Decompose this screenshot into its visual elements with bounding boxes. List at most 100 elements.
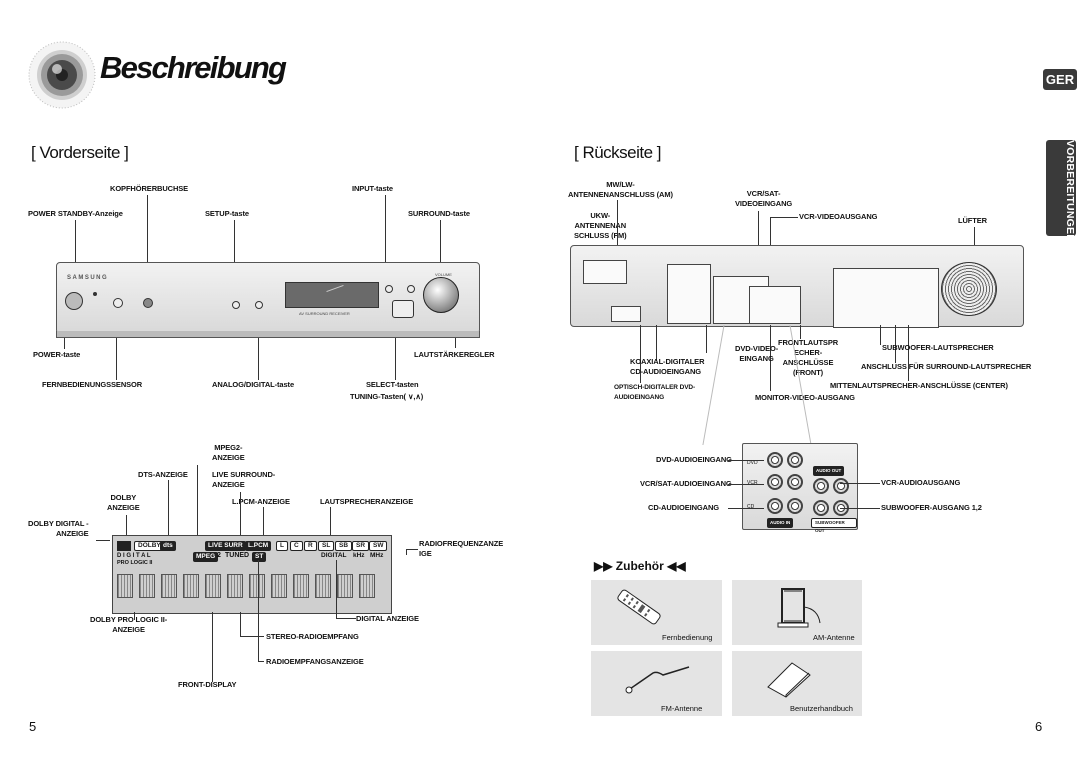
khz-indicator: kHz bbox=[353, 552, 365, 559]
label-subwoofer-ausgang: SUBWOOFER-AUSGANG 1,2 bbox=[881, 503, 982, 512]
label-kopfhoererbuchse: KOPFHÖRERBUCHSE bbox=[110, 184, 189, 193]
label-tuning-tasten: TUNING-Tasten( ∨,∧) bbox=[350, 392, 424, 401]
label-radiofrequenzanzeige: RADIOFREQUENZANZE IGE bbox=[419, 539, 504, 558]
rear-panel-device bbox=[570, 245, 1024, 328]
label-dvd-videoeingang: DVD-VIDEO- EINGANG bbox=[735, 344, 779, 363]
surround-receiver-text: AV SURROUND RECEIVER bbox=[299, 311, 350, 316]
speaker-r-indicator: R bbox=[304, 541, 317, 551]
accessory-fm-caption: FM-Antenne bbox=[661, 704, 703, 713]
segment-character-row bbox=[115, 574, 389, 602]
mhz-indicator: MHz bbox=[370, 552, 384, 559]
cd-row-label: CD bbox=[747, 504, 755, 510]
am-antenna-icon bbox=[777, 588, 821, 628]
video-jacks[interactable] bbox=[667, 264, 711, 324]
antenna-terminal[interactable] bbox=[583, 260, 627, 284]
st-indicator: ST bbox=[252, 552, 267, 562]
lpcm-indicator: L.PCM bbox=[245, 541, 272, 551]
accessory-fm-box: FM-Antenne bbox=[591, 651, 722, 716]
label-vcr-audioausgang: VCR-AUDIOAUSGANG bbox=[881, 478, 961, 487]
label-monitor-video-ausgang: MONITOR-VIDEO-AUSGANG bbox=[755, 393, 855, 402]
select-tuning-buttons[interactable] bbox=[392, 300, 414, 318]
header-disc-logo bbox=[22, 40, 102, 110]
vcr-row-label: VCR bbox=[747, 480, 758, 486]
accessory-remote-caption: Fernbedienung bbox=[662, 633, 713, 642]
label-analog-digital-taste: ANALOG/DIGITAL-taste bbox=[212, 380, 295, 389]
brand-logo: SAMSUNG bbox=[67, 275, 109, 281]
label-front-display: FRONT-DISPLAY bbox=[178, 680, 237, 689]
label-luefter: LÜFTER bbox=[958, 216, 987, 225]
volume-label: VOLUME bbox=[435, 272, 452, 277]
audio-detail-panel: DVD VCR CD AUDIO OUT AUDIO IN SUBWOOFER … bbox=[742, 443, 858, 533]
page-number-right: 6 bbox=[1035, 719, 1043, 734]
dvd-audio-jack-l[interactable] bbox=[767, 452, 783, 468]
label-mpeg2-anzeige: MPEG2- ANZEIGE bbox=[212, 443, 245, 462]
accessory-manual-caption: Benutzerhandbuch bbox=[790, 704, 853, 713]
label-power-standby: POWER STANDBY-Anzeige bbox=[28, 209, 123, 218]
power-button[interactable] bbox=[65, 292, 83, 310]
cd-audio-jack-l[interactable] bbox=[767, 498, 783, 514]
page-title: Beschreibung bbox=[100, 50, 287, 85]
label-lautsprecheranzeige: LAUTSPRECHERANZEIGE bbox=[320, 497, 414, 506]
page-number-left: 5 bbox=[29, 719, 37, 734]
label-dvd-audioeingang: DVD-AUDIOEINGANG bbox=[656, 455, 732, 464]
side-tab-vorbereitungen: VORBEREITUNGEN bbox=[1046, 140, 1076, 242]
vcr-out-jack-r[interactable] bbox=[833, 478, 849, 494]
optical-input[interactable] bbox=[611, 306, 641, 322]
fm-antenna-icon bbox=[625, 666, 690, 694]
speaker-sl-indicator: SL bbox=[318, 541, 335, 551]
cd-audio-jack-r[interactable] bbox=[787, 498, 803, 514]
sub-out-jack-1[interactable] bbox=[813, 500, 829, 516]
mpeg-two: 2 bbox=[217, 552, 221, 559]
analog-digital-button[interactable] bbox=[255, 301, 263, 309]
accessories-heading: ▶▶ Zubehör ◀◀ bbox=[594, 559, 686, 573]
label-surround-lautsprecher: ANSCHLUSS FÜR SURROUND-LAUTSPRECHER bbox=[861, 362, 1032, 371]
label-dts-anzeige: DTS-ANZEIGE bbox=[138, 470, 188, 479]
dvd-audio-jack-r[interactable] bbox=[787, 452, 803, 468]
speaker-l-indicator: L bbox=[276, 541, 288, 551]
label-stereo-radioempfang: STEREO-RADIOEMPFANG bbox=[266, 632, 359, 641]
speaker-sb-indicator: SB bbox=[335, 541, 353, 551]
audio-in-label: AUDIO IN bbox=[767, 518, 794, 528]
setup-button[interactable] bbox=[232, 301, 240, 309]
live-surr-indicator: LIVE SURR bbox=[205, 541, 246, 551]
label-live-surround-anzeige: LIVE SURROUND- ANZEIGE bbox=[212, 470, 276, 489]
subwoofer-out-label: SUBWOOFER OUT bbox=[811, 518, 857, 533]
input-button[interactable] bbox=[385, 285, 393, 293]
label-prologic-anzeige: DOLBY PRO LOGIC II- ANZEIGE bbox=[90, 615, 168, 634]
digital-indicator: D I G I T A L bbox=[117, 553, 151, 559]
label-optisch-dvd: OPTISCH-DIGITALER DVD- AUDIOEINGANG bbox=[614, 384, 696, 401]
label-power-taste: POWER-taste bbox=[33, 350, 81, 359]
monitor-jacks[interactable] bbox=[749, 286, 801, 324]
label-lautstaerkeregler: LAUTSTÄRKEREGLER bbox=[414, 350, 495, 359]
dolby-digital-icon bbox=[117, 541, 131, 551]
digital-right-indicator: DIGITAL bbox=[321, 552, 347, 559]
label-subwoofer-lautsprecher: SUBWOOFER-LAUTSPRECHER bbox=[882, 343, 994, 352]
label-digital-anzeige: DIGITAL ANZEIGE bbox=[356, 614, 419, 623]
fan-grille bbox=[941, 262, 997, 316]
label-select-tasten: SELECT-tasten bbox=[366, 380, 419, 389]
label-mittenlautsprecher: MITTENLAUTSPRECHER-ANSCHLÜSSE (CENTER) bbox=[830, 381, 1008, 390]
vcr-audio-jack-r[interactable] bbox=[787, 474, 803, 490]
label-koaxial-cd: KOAXIAL-DIGITALER CD-AUDIOEINGANG bbox=[630, 357, 705, 376]
speaker-sr-indicator: SR bbox=[352, 541, 370, 551]
volume-knob[interactable] bbox=[423, 277, 459, 313]
headphone-jack[interactable] bbox=[143, 298, 153, 308]
label-mw-lw-antenne: MW/LW- ANTENNENANSCHLUSS (AM) bbox=[568, 180, 673, 199]
accessory-am-caption: AM-Antenne bbox=[813, 633, 855, 642]
accessory-am-box: AM-Antenne bbox=[732, 580, 862, 645]
speaker-c-indicator: C bbox=[290, 541, 303, 551]
vcr-audio-jack-l[interactable] bbox=[767, 474, 783, 490]
front-panel-base bbox=[56, 331, 480, 338]
tuned-indicator: TUNED bbox=[225, 552, 250, 559]
surround-button[interactable] bbox=[407, 285, 415, 293]
front-lcd-window bbox=[285, 282, 379, 308]
label-vcr-videoausgang: VCR-VIDEOAUSGANG bbox=[799, 212, 878, 221]
vcr-out-jack-l[interactable] bbox=[813, 478, 829, 494]
speaker-terminals[interactable] bbox=[833, 268, 939, 328]
language-badge: GER bbox=[1043, 69, 1077, 90]
label-input-taste: INPUT-taste bbox=[352, 184, 393, 193]
label-cd-audioeingang: CD-AUDIOEINGANG bbox=[648, 503, 719, 512]
remote-sensor bbox=[113, 298, 123, 308]
label-surround-taste: SURROUND-taste bbox=[408, 209, 470, 218]
label-lpcm-anzeige: L.PCM-ANZEIGE bbox=[232, 497, 290, 506]
